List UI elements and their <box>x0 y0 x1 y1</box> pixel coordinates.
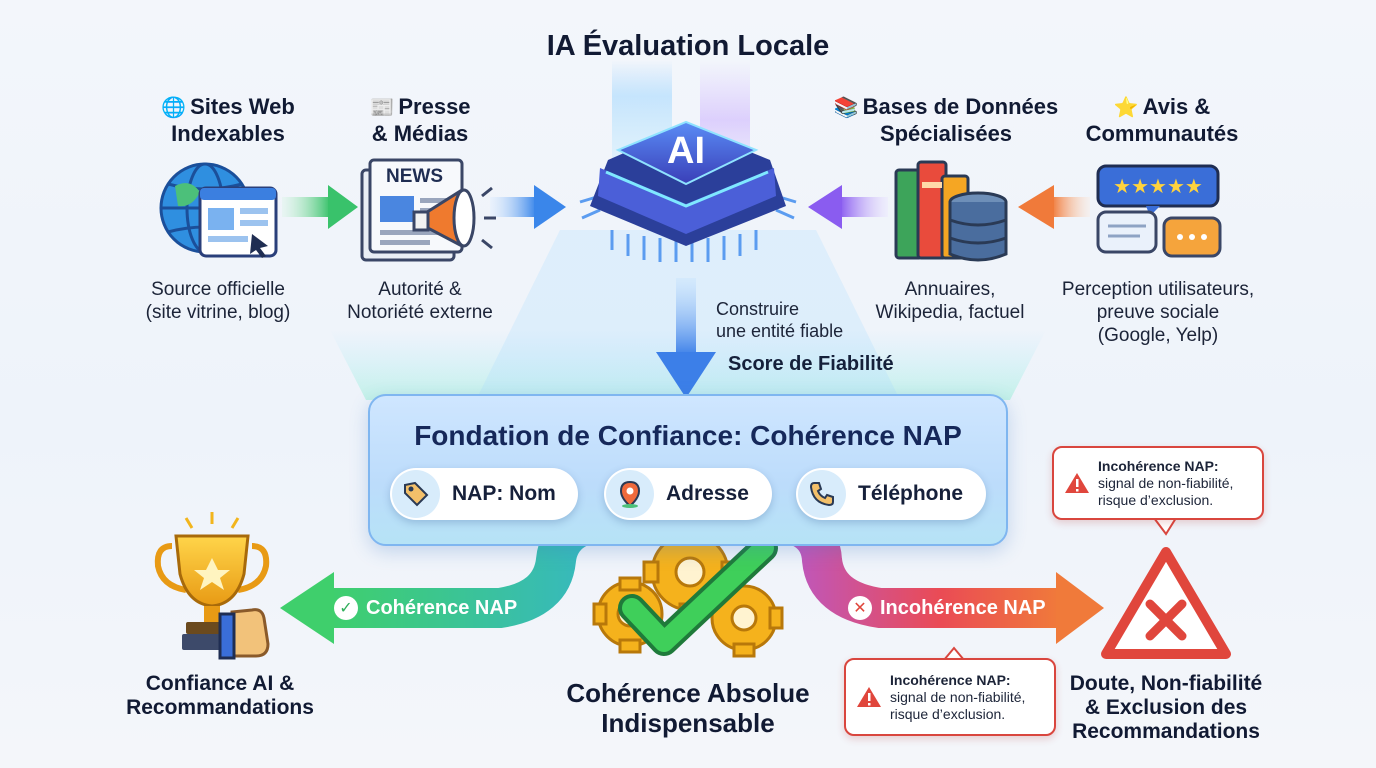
books-database-icon <box>894 160 1008 262</box>
coherence-label: ✓ Cohérence NAP <box>334 596 517 620</box>
source-websites-title: 🌐Sites Web Indexables <box>161 94 295 146</box>
build-entity-note: Construire une entité fiable <box>716 299 844 341</box>
newspaper-icon: 📰 <box>369 97 395 119</box>
svg-text:★★★★★: ★★★★★ <box>1113 174 1203 198</box>
ai-chip-icon <box>579 120 797 262</box>
arrow-ai-to-score <box>656 278 716 398</box>
warning-triangle-icon <box>857 687 881 707</box>
pill-phone: Téléphone <box>796 468 986 520</box>
arrow-reviews-to-ai <box>1018 185 1090 229</box>
review-bubbles-icon: ★★★★★ <box>1096 164 1222 258</box>
pill-phone-label: Téléphone <box>858 482 964 505</box>
source-reviews-desc: Perception utilisateurs, preuve sociale … <box>1061 279 1255 346</box>
x-circle-icon: ✕ <box>848 596 872 620</box>
warning-callout-top: Incohérence NAP: signal de non-fiabilité… <box>1052 446 1264 520</box>
source-press-title: 📰Presse & Médias <box>369 94 471 146</box>
tag-icon <box>392 470 440 518</box>
source-press-desc: Autorité & Notoriété externe <box>347 279 493 323</box>
map-pin-icon <box>606 470 654 518</box>
pill-nap-name: NAP: Nom <box>390 468 578 520</box>
gears-check-icon <box>592 524 784 658</box>
pill-address: Adresse <box>604 468 772 520</box>
phone-icon <box>798 470 846 518</box>
star-icon: ⭐ <box>1113 97 1139 119</box>
news-label: NEWS <box>386 166 443 187</box>
ai-chip-label: AI <box>667 130 705 172</box>
warning-triangle-icon <box>1065 473 1089 493</box>
source-reviews-title: ⭐Avis & Communautés <box>1085 94 1239 146</box>
right-result: Doute, Non-fiabilité & Exclusion des Rec… <box>1069 672 1263 743</box>
pill-address-label: Adresse <box>666 482 749 505</box>
globe-browser-icon <box>159 162 278 258</box>
source-websites-desc: Source officielle (site vitrine, blog) <box>145 279 291 323</box>
center-result: Cohérence Absolue Indispensable <box>566 678 810 738</box>
source-databases-title: 📚Bases de Données Spécialisées <box>833 94 1059 146</box>
books-icon: 📚 <box>833 97 859 119</box>
arrow-press-to-ai <box>490 185 566 229</box>
warning-callout-bottom: Incohérence NAP: signal de non-fiabilité… <box>844 658 1056 736</box>
page-title: IA Évaluation Locale <box>546 30 830 62</box>
incoherence-label: ✕ Incohérence NAP <box>848 596 1046 620</box>
arrow-databases-to-ai <box>808 185 888 229</box>
arrow-websites-to-ai <box>282 185 358 229</box>
source-databases-desc: Annuaires, Wikipedia, factuel <box>875 279 1025 323</box>
trophy-icon <box>154 512 270 660</box>
pill-nap-name-label: NAP: Nom <box>452 482 556 505</box>
exclusion-warning-icon <box>1101 547 1231 659</box>
check-circle-icon: ✓ <box>334 596 358 620</box>
globe-icon: 🌐 <box>161 97 187 119</box>
score-label: Score de Fiabilité <box>728 353 894 375</box>
foundation-title: Fondation de Confiance: Cohérence NAP <box>414 420 962 451</box>
newspaper-megaphone-icon <box>360 158 496 262</box>
left-result: Confiance AI & Recommandations <box>126 672 314 719</box>
